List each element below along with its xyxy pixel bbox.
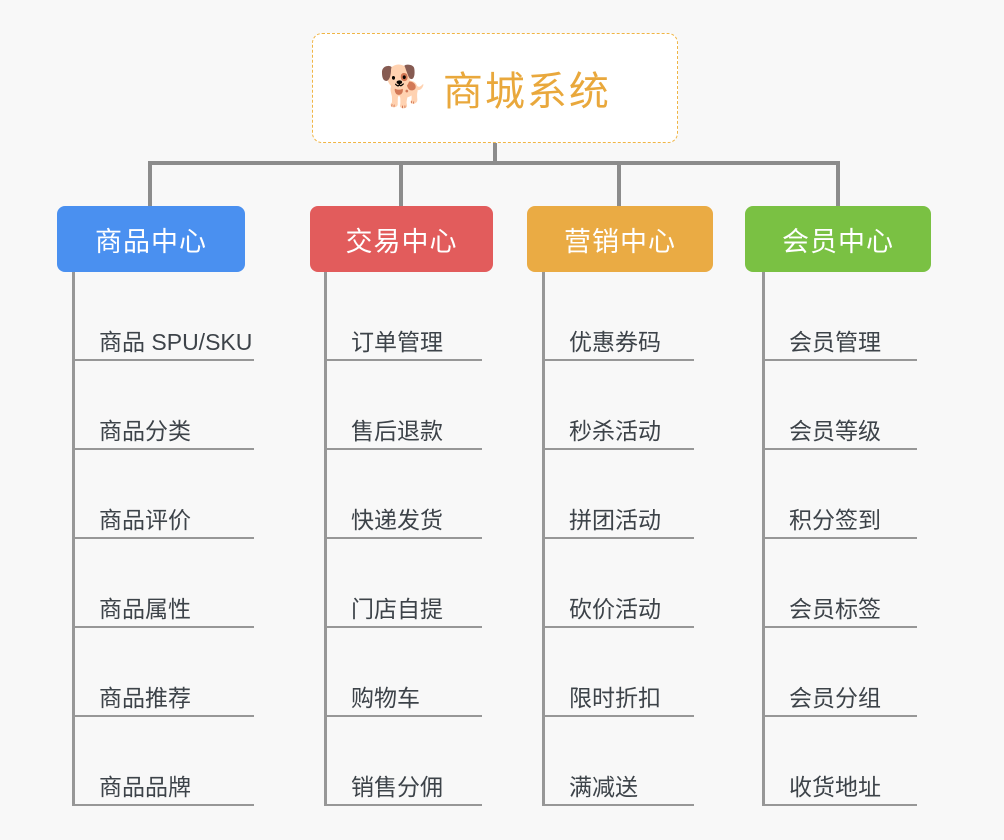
leaf-item[interactable]: 商品评价 [72,450,254,539]
leaf-item-label: 商品品牌 [99,773,191,800]
leaf-item[interactable]: 砍价活动 [542,539,694,628]
leaf-item-label: 快递发货 [351,506,443,533]
root-node[interactable]: 🐕 商城系统 [312,33,678,143]
category-box-product-center[interactable]: 商品中心 [57,206,245,272]
connector-stem [493,143,497,164]
leaf-item[interactable]: 售后退款 [324,361,482,450]
leaf-item-label: 满减送 [569,773,638,800]
branch-spine [542,272,545,806]
leaf-item[interactable]: 商品分类 [72,361,254,450]
leaf-item-label: 会员标签 [789,595,881,622]
leaf-item-label: 限时折扣 [569,684,661,711]
category-label: 交易中心 [345,226,458,257]
leaf-item-label: 商品 SPU/SKU [99,328,253,355]
leaf-item[interactable]: 会员标签 [762,539,917,628]
leaf-item[interactable]: 会员分组 [762,628,917,717]
leaf-item[interactable]: 会员管理 [762,272,917,361]
leaf-item-label: 售后退款 [351,417,443,444]
root-node-label: 商城系统 [442,70,611,114]
connector-drop-4 [836,161,840,206]
branch-product-center: 商品 SPU/SKU 商品分类商品评价商品属性商品推荐商品品牌 [72,272,294,806]
shiba-dog-face-icon: 🐕 [379,65,429,109]
leaf-item-label: 秒杀活动 [569,417,661,444]
leaf-item[interactable]: 限时折扣 [542,628,694,717]
connector-drop-2 [399,161,403,206]
branch-marketing-center: 优惠券码秒杀活动拼团活动砍价活动限时折扣满减送 [542,272,734,806]
leaf-item-label: 商品分类 [99,417,191,444]
category-box-marketing-center[interactable]: 营销中心 [527,206,713,272]
leaf-item[interactable]: 门店自提 [324,539,482,628]
connector-horizontal-bar [148,161,840,165]
category-label: 商品中心 [95,226,207,257]
leaf-item-label: 砍价活动 [569,595,661,622]
leaf-item[interactable]: 优惠券码 [542,272,694,361]
leaf-item-label: 商品评价 [99,506,191,533]
leaf-item-label: 会员等级 [789,417,881,444]
branch-trade-center: 订单管理售后退款快递发货门店自提购物车销售分佣 [324,272,522,806]
leaf-item[interactable]: 商品品牌 [72,717,254,806]
leaf-item-label: 订单管理 [351,328,443,355]
leaf-item[interactable]: 秒杀活动 [542,361,694,450]
leaf-item[interactable]: 收货地址 [762,717,917,806]
leaf-item[interactable]: 商品 SPU/SKU [72,272,254,361]
connector-drop-3 [617,161,621,206]
leaf-item[interactable]: 销售分佣 [324,717,482,806]
leaf-item-label: 会员分组 [789,684,881,711]
category-box-trade-center[interactable]: 交易中心 [310,206,493,272]
branch-spine [72,272,75,806]
leaf-item[interactable]: 满减送 [542,717,694,806]
leaf-item[interactable]: 订单管理 [324,272,482,361]
category-box-member-center[interactable]: 会员中心 [745,206,931,272]
leaf-item-label: 商品属性 [99,595,191,622]
leaf-item[interactable]: 快递发货 [324,450,482,539]
leaf-item-label: 积分签到 [789,506,881,533]
leaf-item-label: 销售分佣 [351,773,443,800]
leaf-item-label: 拼团活动 [569,506,661,533]
leaf-item[interactable]: 拼团活动 [542,450,694,539]
leaf-item[interactable]: 购物车 [324,628,482,717]
leaf-item[interactable]: 商品属性 [72,539,254,628]
leaf-item-label: 会员管理 [789,328,881,355]
leaf-item-label: 优惠券码 [569,328,661,355]
leaf-item-label: 门店自提 [351,595,443,622]
category-label: 会员中心 [782,226,894,257]
branch-member-center: 会员管理会员等级积分签到会员标签会员分组收货地址 [762,272,957,806]
leaf-item-label: 商品推荐 [99,684,191,711]
leaf-item-label: 购物车 [351,684,420,711]
connector-drop-1 [148,161,152,206]
branch-spine [762,272,765,806]
leaf-item[interactable]: 积分签到 [762,450,917,539]
leaf-item[interactable]: 会员等级 [762,361,917,450]
leaf-item-label: 收货地址 [789,773,881,800]
category-label: 营销中心 [564,226,676,257]
branch-spine [324,272,327,806]
leaf-item[interactable]: 商品推荐 [72,628,254,717]
